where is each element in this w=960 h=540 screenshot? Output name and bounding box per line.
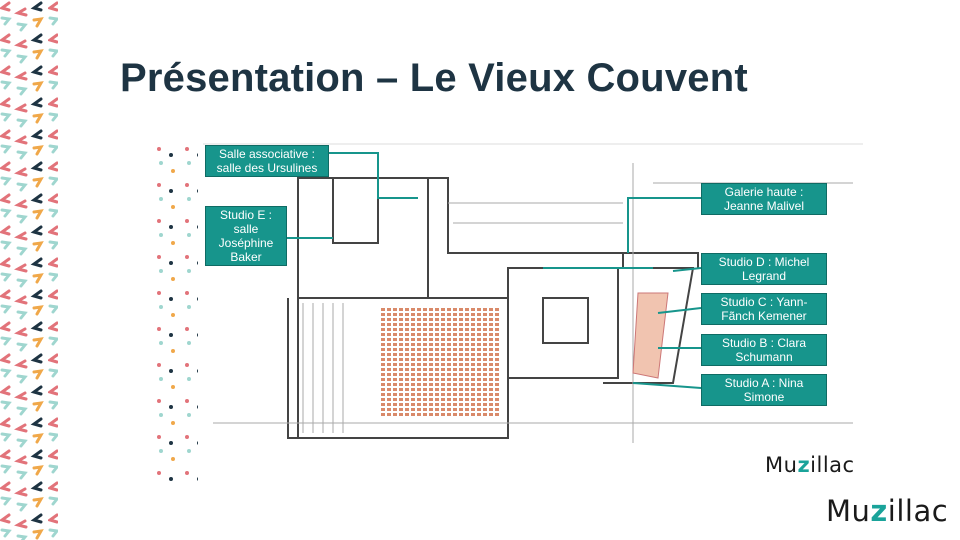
- label-studio-e: Studio E : salle Joséphine Baker: [205, 206, 287, 266]
- label-galerie-haute: Galerie haute : Jeanne Malivel: [701, 183, 827, 215]
- label-studio-c: Studio C : Yann-Fãnch Kemener: [701, 293, 827, 325]
- logo-small: Muzillac: [765, 453, 855, 477]
- label-salle-associative: Salle associative : salle des Ursulines: [205, 145, 329, 177]
- decorative-pattern: [0, 0, 58, 540]
- logo-large: Muzillac: [826, 494, 949, 528]
- page-title: Présentation – Le Vieux Couvent: [120, 56, 748, 100]
- label-studio-b: Studio B : Clara Schumann: [701, 334, 827, 366]
- label-studio-d: Studio D : Michel Legrand: [701, 253, 827, 285]
- floor-plan: Salle associative : salle des Ursulines …: [153, 143, 863, 483]
- label-studio-a: Studio A : Nina Simone: [701, 374, 827, 406]
- floor-plan-drawing: [153, 143, 863, 483]
